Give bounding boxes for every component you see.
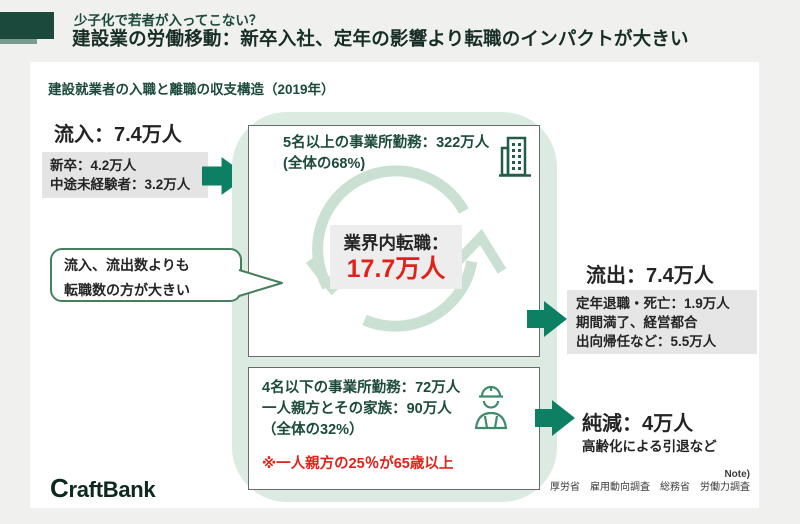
page-title: 建設業の労働移動：新卒入社、定年の影響より転職のインパクトが大きい <box>72 28 689 49</box>
large-firms-text: 5名以上の事業所勤務：322万人 (全体の68%) <box>283 133 489 175</box>
header-accent-underline <box>0 39 37 44</box>
callout-tail-icon <box>238 269 283 297</box>
inflow-arrow-icon <box>202 157 248 195</box>
craftbank-logo: CraftBank <box>50 473 156 503</box>
source-note: Note) 厚労省 雇用動向調査 総務省 労働力調査 <box>550 469 750 494</box>
card-title: 建設就業者の入職と離職の収支構造（2019年） <box>48 82 335 97</box>
outflow-heading: 流出：7.4万人 <box>586 265 714 287</box>
note-sources: 厚労省 雇用動向調査 総務省 労働力調査 <box>550 482 750 493</box>
inflow-detail-box: 新卒：4.2万人 中途未経験者：3.2万人 <box>42 152 208 198</box>
worker-icon <box>474 385 508 430</box>
note-label: Note) <box>724 469 750 480</box>
header-eyebrow: 少子化で若者が入ってこない？ <box>74 13 263 28</box>
inflow-detail-line: 中途未経験者：3.2万人 <box>50 177 191 192</box>
small-firms-line1: 4名以下の事業所勤務：72万人 <box>262 380 461 396</box>
outflow-detail-box: 定年退職・死亡：1.9万人 期間満了、経営都合 出向帰任など：5.5万人 <box>567 290 757 354</box>
inflow-heading: 流入：7.4万人 <box>54 124 182 146</box>
outflow-detail-line: 定年退職・死亡：1.9万人 <box>576 296 730 311</box>
net-decrease-arrow-icon <box>535 400 575 436</box>
callout-bubble: 流入、流出数よりも 転職数の方が大きい <box>50 248 242 302</box>
net-decrease-sub: 高齢化による引退など <box>582 439 717 454</box>
turnover-value: 17.7万人 <box>346 255 446 283</box>
callout-line: 転職数の方が大きい <box>64 282 190 298</box>
large-firms-line2: (全体の68%) <box>283 156 366 172</box>
inflow-detail-line: 新卒：4.2万人 <box>50 158 137 173</box>
outflow-arrow-icon <box>527 301 567 337</box>
small-firms-line3: （全体の32%） <box>262 422 364 438</box>
content-card: 建設就業者の入職と離職の収支構造（2019年） 流入：7.4万人 新卒：4.2万… <box>30 62 759 508</box>
outflow-detail-line: 出向帰任など：5.5万人 <box>576 334 717 349</box>
turnover-label-box: 業界内転職： 17.7万人 <box>330 225 462 289</box>
turnover-label: 業界内転職： <box>343 233 449 253</box>
large-firms-line1: 5名以上の事業所勤務：322万人 <box>283 135 490 151</box>
building-icon <box>499 136 531 177</box>
callout-line: 流入、流出数よりも <box>64 257 190 273</box>
large-firms-box: 5名以上の事業所勤務：322万人 (全体の68%) 業界内転職： 17.7万人 <box>248 125 540 357</box>
outflow-detail-line: 期間満了、経営都合 <box>576 315 698 330</box>
small-firms-line2: 一人親方とその家族：90万人 <box>262 401 452 417</box>
small-firms-text: 4名以下の事業所勤務：72万人 一人親方とその家族：90万人 （全体の32%） <box>262 378 460 441</box>
header-accent-square <box>0 12 54 39</box>
net-decrease-heading: 純減：4万人 <box>582 413 694 435</box>
small-firms-note: ※一人親方の25％が65歳以上 <box>262 456 454 472</box>
small-firms-box: 4名以下の事業所勤務：72万人 一人親方とその家族：90万人 （全体の32%） … <box>248 367 540 490</box>
